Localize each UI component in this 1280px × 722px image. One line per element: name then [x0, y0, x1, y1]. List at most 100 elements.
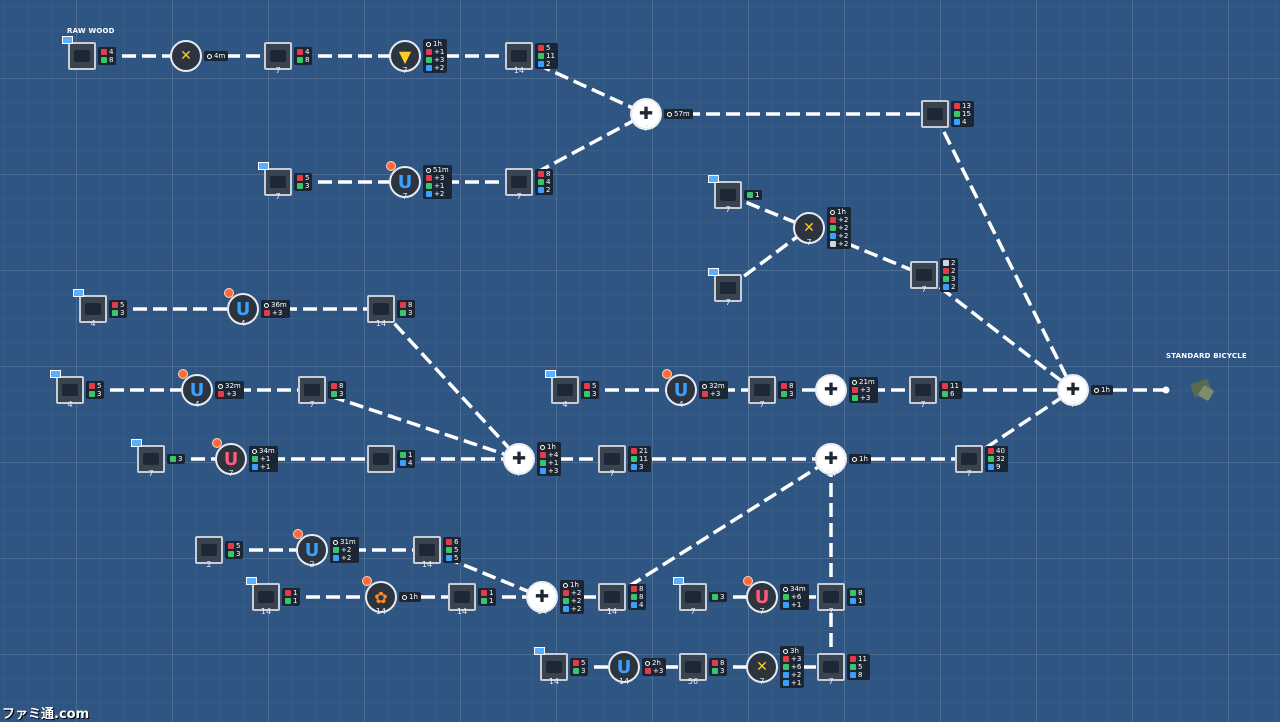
item-slot[interactable] [540, 653, 568, 681]
stat-value: +3 [860, 394, 871, 402]
dye-machine[interactable]: U [743, 576, 778, 613]
item-slot[interactable] [909, 376, 937, 404]
luxury-icon [830, 241, 836, 247]
stat-row: +3 [702, 390, 725, 398]
stat-row: +2 [563, 605, 581, 613]
saw-icon: ✕ [803, 220, 815, 236]
item-slot[interactable] [598, 445, 626, 473]
dye-machine[interactable]: U [212, 438, 247, 475]
stat-value: 15 [962, 110, 971, 118]
press-machine[interactable]: U [608, 651, 640, 683]
durability-icon [712, 668, 718, 674]
item-slot[interactable] [367, 295, 395, 323]
item-slot[interactable] [264, 168, 292, 196]
item-slot[interactable] [68, 42, 96, 70]
item-slot[interactable] [921, 100, 949, 128]
stat-row: 11 [538, 52, 555, 60]
item-slot[interactable] [298, 376, 326, 404]
item-icon [754, 384, 770, 396]
assembler-machine[interactable]: ✚ [815, 443, 847, 475]
strength-icon [538, 171, 544, 177]
press-machine[interactable]: U [224, 288, 259, 325]
item-slot[interactable] [679, 583, 707, 611]
stat-row: +2 [333, 546, 356, 554]
tier-count: 4 [240, 319, 246, 328]
press-machine[interactable]: U [662, 369, 697, 406]
saw-machine[interactable]: ✕ [170, 40, 202, 72]
drill-machine[interactable]: ▼ [389, 40, 421, 72]
stat-value: 1h [859, 455, 868, 463]
item-slot[interactable] [598, 583, 626, 611]
stat-row: 1 [850, 597, 862, 605]
press-machine[interactable]: U [178, 369, 213, 406]
time-icon [783, 648, 788, 654]
assembler-machine[interactable]: ✚ [815, 374, 847, 406]
press-machine[interactable]: U [386, 161, 421, 198]
item-slot[interactable] [413, 536, 441, 564]
item-slot[interactable] [137, 445, 165, 473]
stat-value: 8 [109, 56, 114, 64]
item-slot[interactable] [448, 583, 476, 611]
item-slot[interactable] [56, 376, 84, 404]
item-slot[interactable] [714, 181, 742, 209]
assembler-machine[interactable]: ✚ [526, 581, 558, 613]
stats-panel: 21m+3+3 [849, 377, 878, 403]
stat-value: 3 [639, 463, 644, 471]
item-slot[interactable] [679, 653, 707, 681]
bicycle-icon[interactable] [1189, 377, 1215, 403]
stats-panel: 1h [1091, 385, 1113, 395]
item-slot[interactable] [79, 295, 107, 323]
item-slot[interactable] [955, 445, 983, 473]
stat-row: +3 [218, 390, 241, 398]
item-icon [511, 50, 527, 62]
item-icon [720, 282, 736, 294]
stat-row: +2 [830, 216, 848, 224]
item-slot[interactable] [505, 168, 533, 196]
item-slot[interactable] [505, 42, 533, 70]
item-icon [74, 50, 90, 62]
saw-machine[interactable]: ✕ [793, 212, 825, 244]
item-slot[interactable] [367, 445, 395, 473]
item-slot[interactable] [748, 376, 776, 404]
stat-value: 8 [639, 593, 644, 601]
item-slot[interactable] [817, 583, 845, 611]
item-slot[interactable] [817, 653, 845, 681]
assembler-icon: ✚ [534, 587, 550, 607]
furnace-machine[interactable]: ✿ [362, 576, 397, 613]
stat-row: +1 [252, 463, 275, 471]
conveyor-link [922, 273, 1075, 392]
stat-row: 8 [631, 593, 643, 601]
stat-value: 5 [546, 44, 551, 52]
product-label: STANDARD BICYCLE [1166, 352, 1247, 360]
stats-panel: 2h+3 [642, 658, 667, 676]
tier-count: 14 [260, 607, 272, 616]
stat-row: 5 [573, 659, 585, 667]
weight-icon [426, 65, 432, 71]
item-slot[interactable] [195, 536, 223, 564]
time-icon [563, 582, 568, 588]
stat-value: 6 [950, 390, 955, 398]
saw-machine[interactable]: ✕ [746, 651, 778, 683]
item-slot[interactable] [252, 583, 280, 611]
assembler-machine[interactable]: ✚ [630, 98, 662, 130]
weight-icon [426, 191, 432, 197]
stats-panel: 36m+3 [261, 300, 290, 318]
assembler-machine[interactable]: ✚ [503, 443, 535, 475]
item-slot[interactable] [714, 274, 742, 302]
tier-count: 7 [828, 607, 834, 616]
assembler-machine[interactable]: ✚ [1057, 374, 1089, 406]
stat-value: 6 [454, 538, 459, 546]
item-slot[interactable] [551, 376, 579, 404]
stat-row: 3 [631, 463, 648, 471]
stats-panel: 1h+1+3+2 [423, 39, 448, 73]
time-icon [402, 594, 407, 600]
stat-row: 4 [297, 48, 309, 56]
upgrade-gear-icon [743, 576, 753, 586]
stat-row: 3 [573, 667, 585, 675]
press-machine[interactable]: U [293, 529, 328, 566]
item-slot[interactable] [910, 261, 938, 289]
item-slot[interactable] [264, 42, 292, 70]
stat-value: 1h [570, 581, 579, 589]
